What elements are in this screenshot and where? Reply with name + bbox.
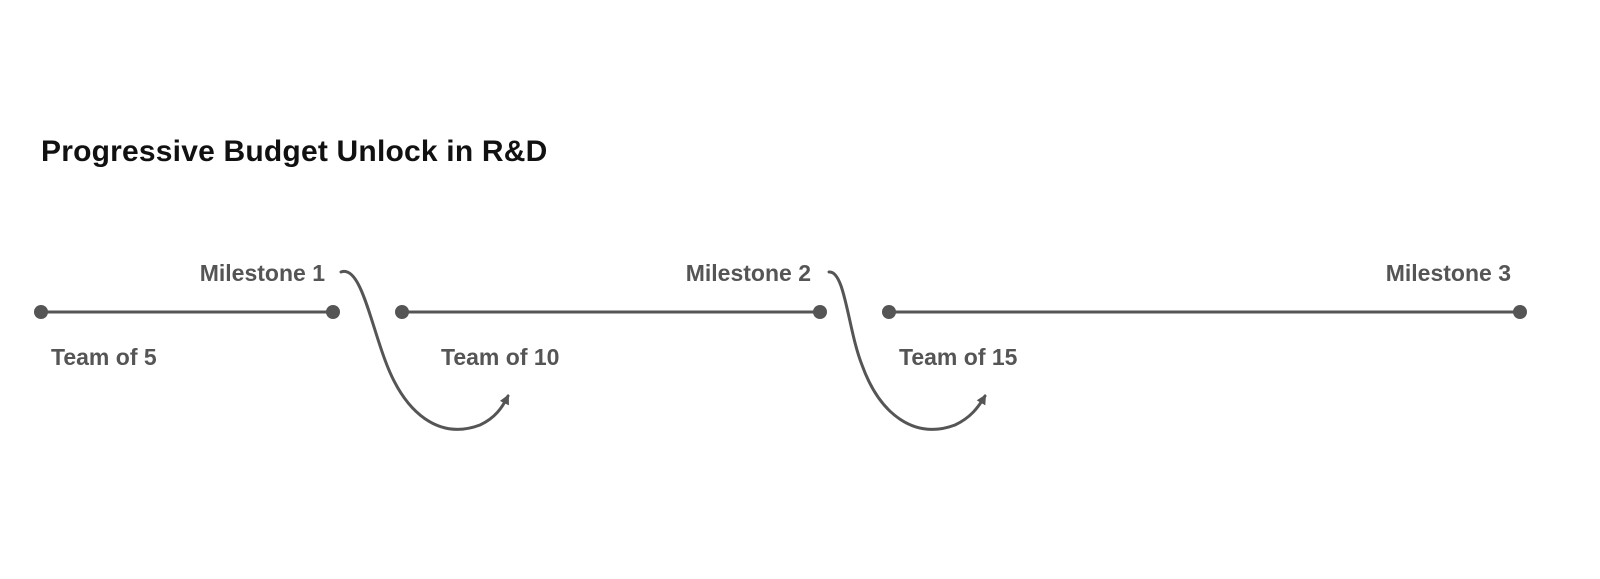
phase-1-start-dot (34, 305, 48, 319)
phase-2-end-dot (813, 305, 827, 319)
phase-3-start-dot (882, 305, 896, 319)
phase-3-segment (882, 305, 1527, 319)
milestone-2-label: Milestone 2 (685, 260, 811, 286)
phase-1-segment (34, 305, 340, 319)
team-3-label: Team of 15 (899, 344, 1018, 370)
phase-3-end-dot (1513, 305, 1527, 319)
team-2-label: Team of 10 (441, 344, 560, 370)
milestone-1-label: Milestone 1 (199, 260, 325, 286)
transition-arrow-2 (827, 270, 987, 431)
milestone-3-label: Milestone 3 (1385, 260, 1511, 286)
team-1-label: Team of 5 (51, 344, 157, 370)
diagram-title: Progressive Budget Unlock in R&D (41, 135, 548, 168)
phase-2-segment (395, 305, 827, 319)
phase-1-end-dot (326, 305, 340, 319)
phase-2-start-dot (395, 305, 409, 319)
transition-arrow-1 (339, 270, 510, 431)
